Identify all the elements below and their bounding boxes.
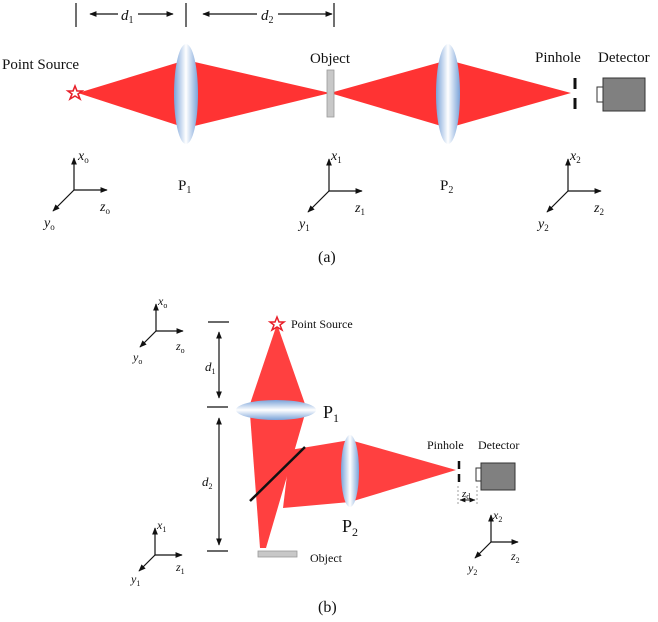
object-slide xyxy=(326,69,335,118)
lens-p2-label: P2 xyxy=(342,516,358,539)
beam-diverging-1 xyxy=(78,60,186,128)
detector-label: Detector xyxy=(598,50,650,66)
beam-source-cone xyxy=(250,324,305,404)
detector-box xyxy=(602,77,646,112)
axis-y-label: y1 xyxy=(297,217,310,233)
beam-converging-2 xyxy=(448,60,571,128)
lens-p2-label: P2 xyxy=(440,178,453,196)
d1-label: d1 xyxy=(205,359,216,376)
zd-label: zd xyxy=(461,488,470,501)
axis-x-label: xo xyxy=(77,149,89,165)
distance-markers-b xyxy=(207,321,229,552)
axis-z-label: z2 xyxy=(510,549,520,565)
axis-x-label: xo xyxy=(157,294,167,310)
axis-x-label: x1 xyxy=(156,518,166,534)
axis-y-label: yo xyxy=(42,216,55,232)
axes-1-a: x1 z1 y1 xyxy=(297,149,365,233)
object-label: Object xyxy=(310,51,351,67)
axis-y-label: yo xyxy=(132,350,142,366)
d2-label: d2 xyxy=(202,474,213,491)
axis-y-label: y2 xyxy=(467,561,477,577)
axes-1-b: x1 z1 y1 xyxy=(130,518,185,588)
detector-box xyxy=(480,462,516,491)
lens-p1 xyxy=(236,400,316,420)
axes-2-a: x2 z2 y2 xyxy=(536,149,604,233)
beam-splitter xyxy=(249,446,306,502)
beam-reflected xyxy=(283,440,350,508)
lens-p2 xyxy=(341,435,359,507)
d2-label: d2 xyxy=(261,8,274,26)
panel-b: xo zo yo d1 d2 xyxy=(130,294,520,616)
axis-x-label: x2 xyxy=(569,149,581,165)
detector-label: Detector xyxy=(478,438,519,452)
axes-2-b: x2 z2 y2 xyxy=(467,508,520,577)
distance-markers-a xyxy=(75,3,335,27)
axis-y-label: y1 xyxy=(130,572,140,588)
pinhole-label: Pinhole xyxy=(535,50,581,66)
caption-a: (a) xyxy=(318,249,336,266)
axis-y-label: y2 xyxy=(536,217,549,233)
panel-a: d1 d2 Point Source Object Pinhole Detect… xyxy=(2,3,650,266)
detector-window xyxy=(596,86,604,103)
lens-p1 xyxy=(174,44,198,144)
axis-x-label: x2 xyxy=(492,508,502,524)
object-label: Object xyxy=(310,551,343,565)
point-source-label: Point Source xyxy=(2,57,79,73)
object-slide xyxy=(257,550,298,558)
beam-to-pinhole xyxy=(350,440,456,502)
axis-x-label: x1 xyxy=(330,149,342,165)
axes-o-a: xo zo yo xyxy=(42,149,110,232)
d1-label: d1 xyxy=(121,8,134,26)
lens-p1-label: P1 xyxy=(178,178,191,196)
point-source-star-icon xyxy=(267,314,287,332)
caption-b: (b) xyxy=(318,599,337,616)
beam-diverging-2 xyxy=(330,60,448,128)
axis-z-label: zo xyxy=(175,339,185,355)
beam-converging-1 xyxy=(186,60,330,128)
axis-z-label: z1 xyxy=(175,560,185,576)
lens-p2 xyxy=(436,44,460,144)
beam-object-cone xyxy=(250,414,305,548)
axis-z-label: z2 xyxy=(593,201,604,217)
pinhole-label: Pinhole xyxy=(427,438,464,452)
lens-p1-label: P1 xyxy=(323,402,339,425)
point-source-star-icon xyxy=(65,83,85,101)
point-source-label: Point Source xyxy=(291,317,353,331)
axes-o-b: xo zo yo xyxy=(132,294,185,366)
axis-z-label: z1 xyxy=(354,201,365,217)
axis-z-label: zo xyxy=(99,200,110,216)
